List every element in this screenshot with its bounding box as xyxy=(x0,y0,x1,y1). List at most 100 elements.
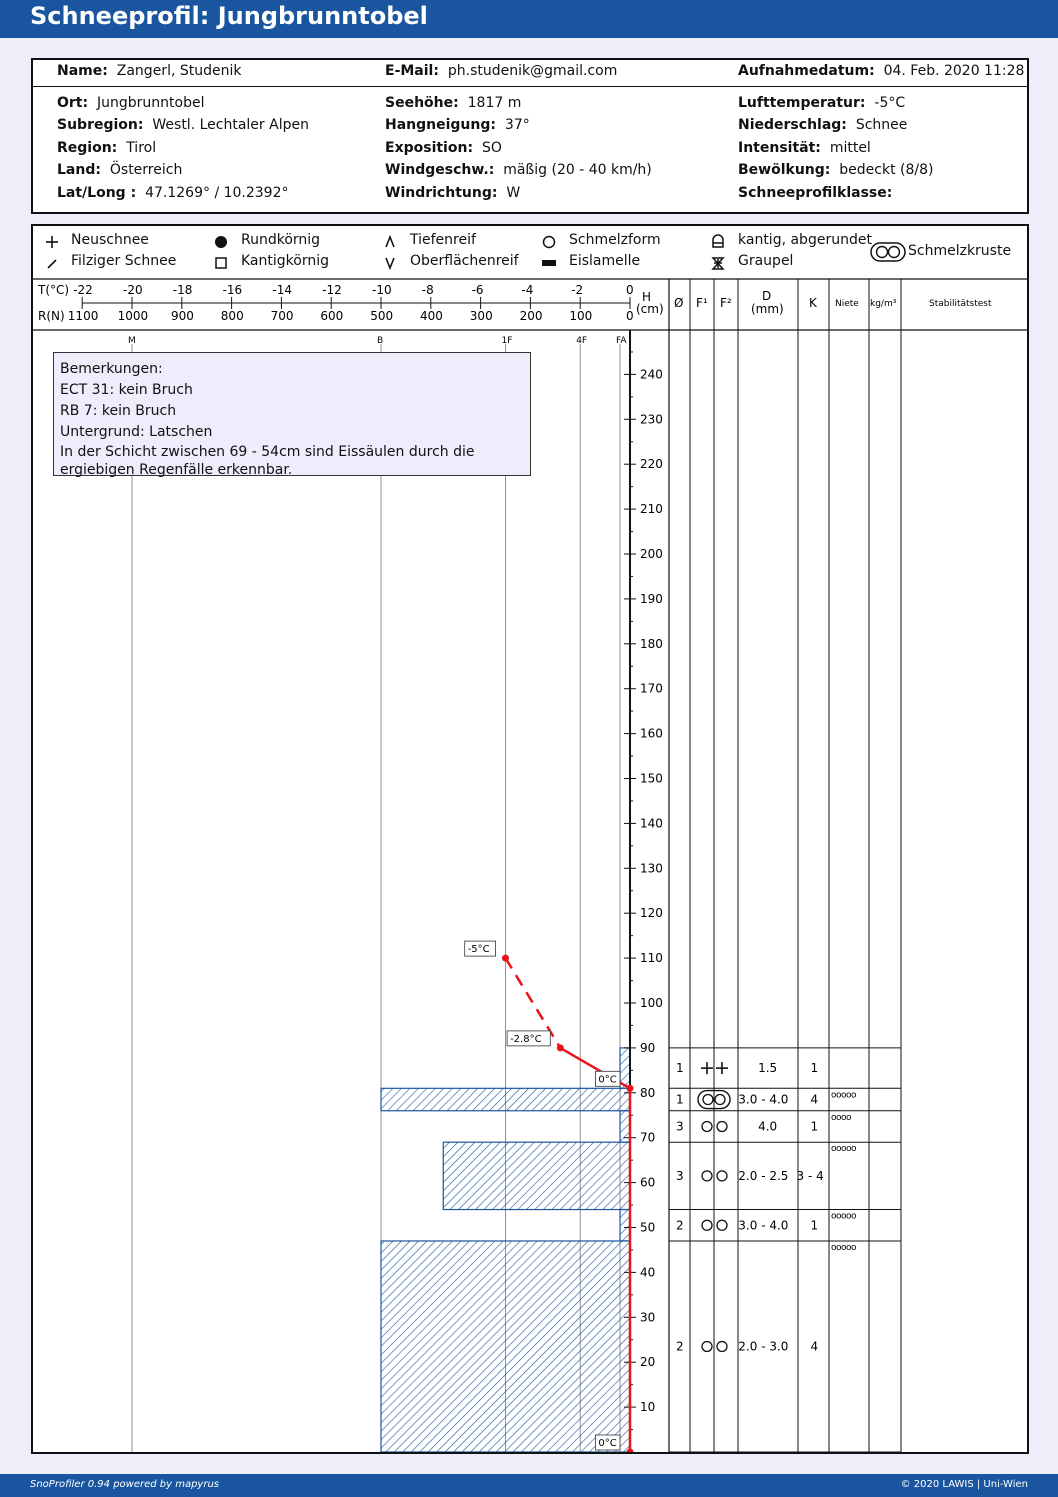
temp-tick-label: -6 xyxy=(472,283,484,297)
d-unit-header: (mm) xyxy=(751,302,784,316)
row-hardness: 3 - 4 xyxy=(797,1169,824,1183)
legend-rundkoernig: Rundkörnig xyxy=(241,232,321,248)
temperature-label-box xyxy=(595,1434,621,1451)
circle-icon xyxy=(714,1093,726,1106)
height-tick-label: 70 xyxy=(640,1131,655,1145)
ram-tick-label: 0 xyxy=(626,309,634,323)
temp-tick-label: 0 xyxy=(626,283,634,297)
filzig-icon xyxy=(47,259,57,269)
field-intensitaet: Intensität: mittel xyxy=(738,140,871,156)
field-schneeprofilklasse: Schneeprofilklasse: xyxy=(738,185,893,201)
ram-tick-label: 400 xyxy=(420,309,443,323)
temperature-point xyxy=(556,1044,564,1052)
hardness-tick-label: FA xyxy=(616,336,627,346)
kantigkoernig-icon xyxy=(215,257,227,269)
schmelzkruste-icon xyxy=(697,1089,731,1110)
info-divider xyxy=(33,86,1027,87)
temperature-label-box xyxy=(506,1030,551,1047)
ram-tick-label: 1000 xyxy=(118,309,149,323)
temp-axis-label: T(°C) xyxy=(37,283,69,297)
info-panel: Name: Zangerl, Studenik E-Mail: ph.stude… xyxy=(31,58,1029,214)
remark-line: RB 7: kein Bruch xyxy=(60,403,177,419)
row-grain-size: 4.0 xyxy=(758,1119,777,1133)
field-region: Region: Tirol xyxy=(57,140,157,156)
temperature-label: 0°C xyxy=(598,1438,616,1449)
f1-header: F¹ xyxy=(696,296,708,310)
height-tick-label: 170 xyxy=(640,682,663,696)
field-lufttemperatur: Lufttemperatur: -5°C xyxy=(738,95,906,111)
observer-name: Name: Zangerl, Studenik xyxy=(57,63,242,79)
temp-tick-label: -12 xyxy=(322,283,342,297)
footer-credit: SnoProfiler 0.94 powered by mapyrus xyxy=(30,1479,220,1490)
rundkoernig-icon xyxy=(215,236,227,248)
temperature-point xyxy=(626,1084,634,1092)
legend-schmelzform: Schmelzform xyxy=(569,232,661,248)
hardness-tick-label: B xyxy=(377,336,383,346)
legend-neuschnee: Neuschnee xyxy=(71,232,149,248)
field-bewoelkung: Bewölkung: bedeckt (8/8) xyxy=(738,162,934,178)
circle-icon xyxy=(702,1093,714,1106)
circle-icon xyxy=(716,1120,728,1133)
graupel-icon xyxy=(711,257,725,270)
height-tick-label: 60 xyxy=(640,1176,655,1190)
height-tick-label: 140 xyxy=(640,816,663,830)
height-tick-label: 30 xyxy=(640,1310,655,1324)
field-windrichtung: Windrichtung: W xyxy=(385,185,521,201)
height-tick-label: 40 xyxy=(640,1265,655,1279)
row-hardness: 1 xyxy=(811,1119,819,1133)
observation-date: Aufnahmedatum: 04. Feb. 2020 11:28 xyxy=(738,63,1025,79)
hardness-layer xyxy=(619,1208,631,1242)
kgm3-header: kg/m³ xyxy=(870,299,897,309)
temp-tick-label: -18 xyxy=(173,283,193,297)
temp-tick-label: -14 xyxy=(272,283,292,297)
row-grain-size: 3.0 - 4.0 xyxy=(738,1093,788,1107)
legend-schmelzkruste: Schmelzkruste xyxy=(908,243,1012,259)
schmelzkruste-icon xyxy=(870,242,906,262)
temperature-label: 0°C xyxy=(598,1074,616,1085)
legend-tiefenreif: Tiefenreif xyxy=(410,232,476,248)
field-land: Land: Österreich xyxy=(57,162,183,178)
d-header: D xyxy=(762,289,771,303)
field-ort: Ort: Jungbrunntobel xyxy=(57,95,205,111)
row-hardness: 1 xyxy=(811,1061,819,1075)
eislamelle-icon xyxy=(542,260,556,266)
field-windgeschw: Windgeschw.: mäßig (20 - 40 km/h) xyxy=(385,162,652,178)
remarks-box: Bemerkungen: ECT 31: kein Bruch RB 7: ke… xyxy=(53,352,531,478)
row-niete: ooooo xyxy=(831,1090,857,1100)
height-tick-label: 100 xyxy=(640,996,663,1010)
height-tick-label: 10 xyxy=(640,1400,655,1414)
ram-tick-label: 200 xyxy=(520,309,543,323)
circle-icon xyxy=(716,1170,728,1182)
remark-line: Untergrund: Latschen xyxy=(60,424,213,440)
temperature-label-box xyxy=(595,1070,621,1087)
height-tick-label: 210 xyxy=(640,502,663,516)
circle-icon xyxy=(701,1170,713,1182)
temp-tick-label: -16 xyxy=(223,283,243,297)
hardness-tick-label: M xyxy=(128,336,136,346)
row-hardness: 4 xyxy=(811,1093,819,1107)
ram-tick-label: 600 xyxy=(320,309,343,323)
temp-tick-label: -8 xyxy=(422,283,434,297)
height-tick-label: 110 xyxy=(640,951,663,965)
niete-header: Niete xyxy=(835,299,859,309)
f2-header: F² xyxy=(720,296,732,310)
height-tick-label: 150 xyxy=(640,772,663,786)
height-tick-label: 190 xyxy=(640,592,663,606)
height-tick-label: 90 xyxy=(640,1041,655,1055)
hardness-tick-label: 1F xyxy=(502,336,513,346)
row-niete: ooooo xyxy=(831,1144,857,1154)
row-grain-size: 2.0 - 3.0 xyxy=(738,1339,788,1353)
row-diameter: 3 xyxy=(676,1169,684,1183)
legend-symbols xyxy=(46,234,906,271)
temp-tick-label: -2 xyxy=(571,283,583,297)
ram-tick-label: 100 xyxy=(569,309,592,323)
circle-icon xyxy=(716,1219,728,1231)
height-tick-label: 240 xyxy=(640,367,663,381)
row-niete: ooooo xyxy=(831,1243,857,1253)
hardness-layer xyxy=(380,1087,631,1112)
k-header: K xyxy=(809,296,818,310)
ram-tick-label: 900 xyxy=(171,309,194,323)
field-subregion: Subregion: Westl. Lechtaler Alpen xyxy=(57,117,309,133)
